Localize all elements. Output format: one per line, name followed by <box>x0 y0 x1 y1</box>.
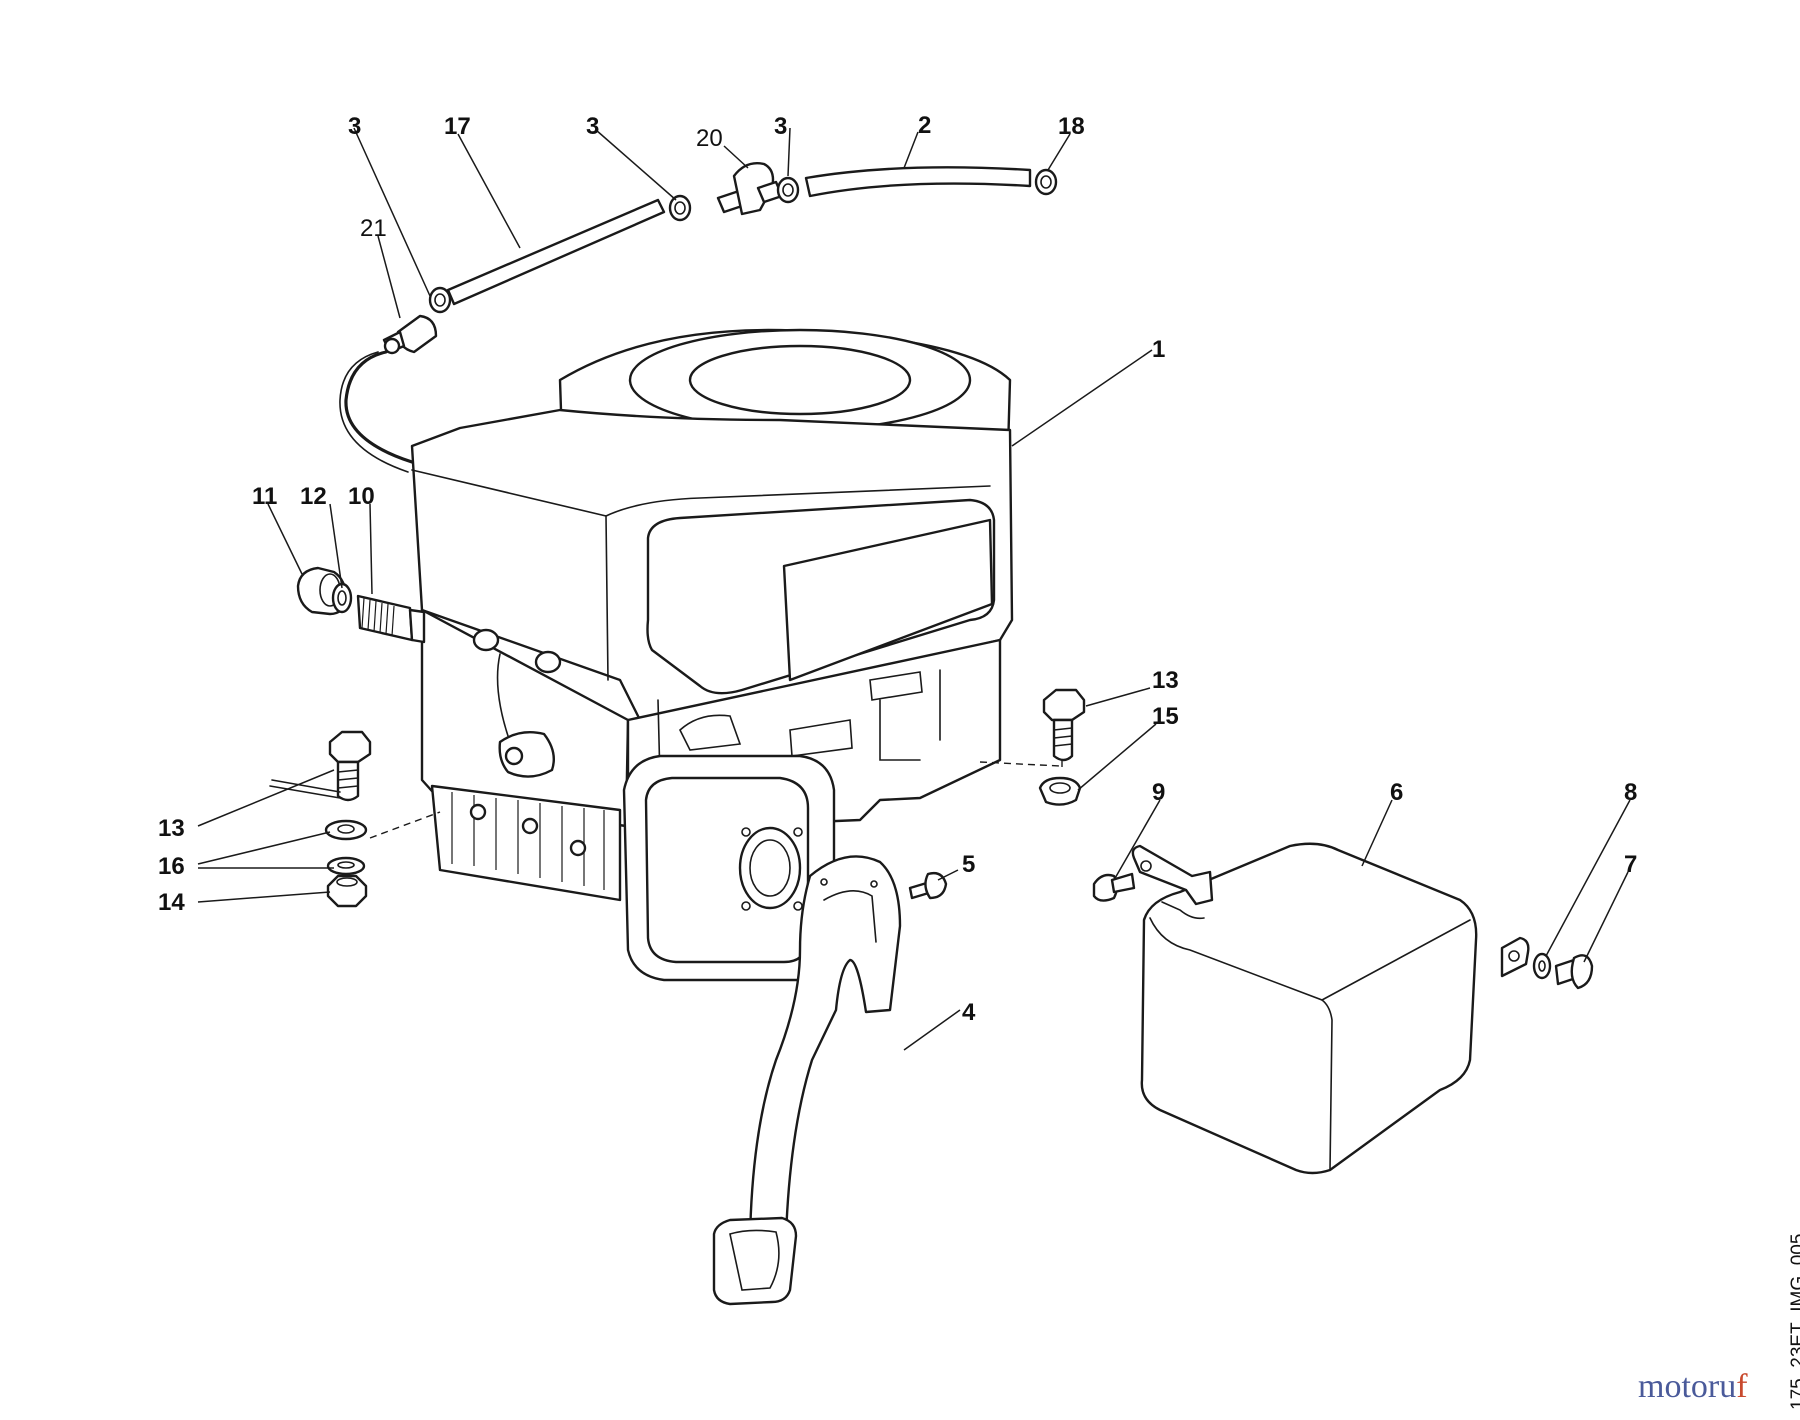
nut-14 <box>326 874 368 908</box>
fuel-fitting-21 <box>382 314 438 355</box>
nut-15 <box>1038 776 1082 806</box>
callout-12: 12 <box>300 483 327 510</box>
callout-1: 1 <box>1152 336 1165 363</box>
leader-lines <box>197 127 1631 1051</box>
callout-15: 15 <box>1152 703 1179 730</box>
callout-5: 5 <box>962 851 975 878</box>
watermark-logo: motoruf <box>1638 1368 1748 1406</box>
washer-12 <box>331 582 353 614</box>
fuel-hose-2 <box>804 166 1032 198</box>
callout-9: 9 <box>1152 779 1165 806</box>
bolt-13-right <box>1042 688 1086 772</box>
callout-8: 8 <box>1624 779 1637 806</box>
callout-3c: 3 <box>774 113 787 140</box>
callout-13-left: 13 <box>158 815 185 842</box>
fuel-hose-17 <box>446 198 666 306</box>
fuel-tube <box>344 350 414 464</box>
callout-20: 20 <box>696 125 723 152</box>
callout-numbers: 1 2 3 3 3 17 20 18 21 11 12 10 13 15 13 … <box>158 112 1637 1026</box>
callout-18: 18 <box>1058 113 1085 140</box>
watermark-part-1: motoru <box>1638 1368 1737 1405</box>
callout-17: 17 <box>444 113 471 140</box>
hose-clamp-icon <box>428 168 1058 314</box>
image-code-label: 175_23ET_IMG_005 <box>1788 1233 1800 1410</box>
callout-16: 16 <box>158 853 185 880</box>
screw-5 <box>908 871 948 900</box>
washer-8 <box>1532 952 1552 980</box>
callout-6: 6 <box>1390 779 1403 806</box>
fuel-line-assembly <box>339 162 1058 473</box>
engine-1 <box>410 328 1014 982</box>
callout-4: 4 <box>962 999 976 1026</box>
callout-2: 2 <box>918 112 931 139</box>
callout-3b: 3 <box>586 113 599 140</box>
exhaust-pipe-4 <box>712 855 902 1306</box>
callout-3a: 3 <box>348 113 361 140</box>
callout-14: 14 <box>158 889 185 916</box>
watermark-part-2: f <box>1736 1368 1748 1405</box>
callout-11: 11 <box>252 483 277 510</box>
muffler-6 <box>1131 842 1530 1175</box>
screw-9 <box>1092 872 1136 902</box>
washer-16a <box>324 819 368 841</box>
callout-7: 7 <box>1624 851 1637 878</box>
screw-7 <box>1554 954 1594 990</box>
callout-13-right: 13 <box>1152 667 1179 694</box>
bolt-13-left <box>328 730 372 802</box>
callout-21: 21 <box>360 215 387 242</box>
washer-16b <box>326 856 366 876</box>
stud-10 <box>356 594 426 644</box>
callout-10: 10 <box>348 483 375 510</box>
fuel-filter-20 <box>716 162 784 216</box>
